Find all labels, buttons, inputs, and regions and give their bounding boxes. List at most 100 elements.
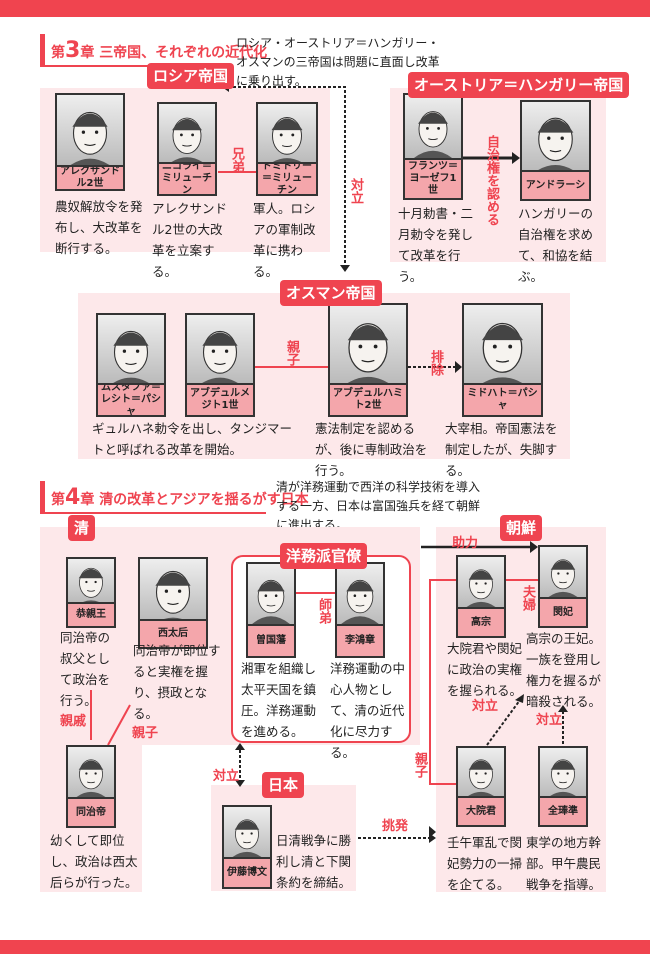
portrait-face-icon bbox=[468, 759, 494, 796]
relation-label: 親子 bbox=[132, 726, 159, 741]
portrait-face-icon bbox=[414, 111, 452, 158]
chapter-prefix: 第 bbox=[51, 492, 65, 508]
chapter3-heading: 第3章 三帝国、それぞれの近代化 bbox=[40, 34, 267, 67]
person-card: ニコライ＝ミリューチン bbox=[157, 102, 217, 196]
portrait-image bbox=[159, 104, 215, 164]
chapter-number: 4 bbox=[65, 485, 81, 510]
person-description: 憲法制定を認めるが、後に専制政治を行う。 bbox=[315, 421, 428, 478]
portrait-image bbox=[140, 559, 206, 621]
relation-label: 対立 bbox=[472, 699, 499, 714]
portrait-image bbox=[337, 564, 383, 626]
portrait-image bbox=[258, 104, 316, 164]
person-card: アブデュルハミト2世 bbox=[328, 303, 408, 417]
person-description: 洋務運動の中心人物として、清の近代化に尽力する。 bbox=[330, 661, 406, 760]
person-card: 伊藤博文 bbox=[222, 805, 272, 889]
person-card: ドミトリー＝ミリューチン bbox=[256, 102, 318, 196]
person-description: ギュルハネ勅令を出し、タンジマートと呼ばれる改革を開始。 bbox=[92, 421, 293, 457]
portrait-image bbox=[522, 102, 589, 172]
group-label-qing: 清 bbox=[68, 515, 96, 541]
portrait-image bbox=[57, 95, 123, 167]
relation-label: 挑発 bbox=[382, 819, 409, 834]
person-name: 曽国藩 bbox=[248, 626, 294, 656]
person-card: 同治帝 bbox=[66, 745, 116, 828]
portrait-face-icon bbox=[537, 117, 574, 170]
relation-label: 助力 bbox=[452, 536, 479, 551]
person-name: 李鴻章 bbox=[337, 626, 383, 656]
relation-label: 親子 bbox=[284, 340, 299, 366]
portrait-face-icon bbox=[550, 759, 576, 796]
person-description: 同治帝の叔父として政治を行う。 bbox=[60, 630, 111, 708]
person-description: 日清戦争に勝利し清と下関条約を締結。 bbox=[276, 833, 352, 890]
portrait-face-icon bbox=[113, 330, 149, 383]
portrait-face-icon bbox=[232, 819, 262, 857]
person-card: 曽国藩 bbox=[246, 562, 296, 658]
person-description: 農奴解放令を発布し、大改革を断行する。 bbox=[55, 199, 143, 256]
portrait-face-icon bbox=[481, 322, 524, 383]
person-card: 全琫準 bbox=[538, 746, 588, 827]
person-description: 湘軍を組織し太平天国を鎮圧。洋務運動を進める。 bbox=[241, 661, 317, 739]
person-name: ドミトリー＝ミリューチン bbox=[258, 161, 316, 196]
person-name: 全琫準 bbox=[540, 798, 586, 825]
chapter3-description: ロシア・オーストリア＝ハンガリー・オスマンの三帝国は問題に直面し改革に乗り出す。 bbox=[236, 36, 440, 88]
person-card: 閔妃 bbox=[538, 545, 588, 628]
group-label-korea: 朝鮮 bbox=[500, 515, 543, 541]
person-card: 大院君 bbox=[456, 746, 506, 827]
portrait-face-icon bbox=[347, 323, 389, 383]
portrait-face-icon bbox=[70, 111, 110, 165]
person-description: 幼くして即位し、政治は西太后らが行った。 bbox=[50, 833, 138, 890]
portrait-face-icon bbox=[271, 117, 303, 162]
person-card: フランツ＝ヨーゼフ1世 bbox=[403, 93, 463, 200]
person-name: アンドラーシ bbox=[522, 172, 589, 199]
portrait-image bbox=[68, 559, 114, 604]
portrait-image bbox=[540, 547, 586, 599]
person-name: 高宗 bbox=[458, 609, 504, 636]
chapter-number: 3 bbox=[65, 38, 81, 63]
person-card: 李鴻章 bbox=[335, 562, 385, 658]
person-card: アブデュルメジト1世 bbox=[185, 313, 255, 417]
person-description: 十月勅書・二月勅令を発して改革を行う。 bbox=[398, 206, 474, 284]
group-label-austria: オーストリア＝ハンガリー帝国 bbox=[408, 72, 630, 98]
portrait-face-icon bbox=[76, 759, 106, 797]
portrait-image bbox=[248, 564, 294, 626]
person-description: 東学の地方幹部。甲午農民戦争を指導。 bbox=[526, 835, 602, 892]
person-description: アレクサンドル2世の大改革を立案する。 bbox=[152, 201, 228, 279]
portrait-face-icon bbox=[171, 117, 203, 162]
person-name: 閔妃 bbox=[540, 599, 586, 626]
group-label-ottoman: オスマン帝国 bbox=[280, 280, 382, 306]
person-card: 恭親王 bbox=[66, 557, 116, 628]
relation-label: 自治権を認める bbox=[484, 135, 499, 226]
chapter-suffix: 章 bbox=[80, 45, 95, 61]
portrait-image bbox=[98, 315, 164, 385]
chapter-prefix: 第 bbox=[51, 45, 65, 61]
person-name: ミドハト＝パシャ bbox=[464, 385, 541, 415]
relation-label: 対立 bbox=[213, 769, 240, 784]
portrait-face-icon bbox=[548, 559, 578, 597]
person-description: 高宗の王妃。一族を登用し権力を握るが暗殺される。 bbox=[526, 631, 602, 709]
relation-label: 対立 bbox=[348, 178, 363, 204]
chapter-title: 三帝国、それぞれの近代化 bbox=[99, 45, 268, 61]
person-description: 軍人。ロシアの軍制改革に携わる。 bbox=[253, 201, 316, 279]
relation-label: 兄弟 bbox=[229, 147, 244, 173]
person-name: 同治帝 bbox=[68, 799, 114, 826]
person-name: 恭親王 bbox=[68, 604, 114, 626]
portrait-image bbox=[458, 748, 504, 798]
portrait-image bbox=[458, 557, 504, 609]
person-name: アブデュルメジト1世 bbox=[187, 385, 253, 415]
person-description: 壬午軍乱で閔妃勢力の一掃を企てる。 bbox=[447, 835, 523, 892]
person-card: ミドハト＝パシャ bbox=[462, 303, 543, 417]
person-card: アンドラーシ bbox=[520, 100, 591, 201]
portrait-face-icon bbox=[341, 579, 379, 624]
chapter4-heading: 第4章 清の改革とアジアを揺るがす日本 bbox=[40, 481, 309, 514]
person-description: 大院君や閔妃に政治の実権を握られる。 bbox=[447, 641, 523, 698]
relation-label: 夫婦 bbox=[520, 585, 535, 611]
portrait-face-icon bbox=[78, 567, 104, 602]
chapter-suffix: 章 bbox=[80, 492, 95, 508]
person-card: ムスタファ＝レシト＝パシャ bbox=[96, 313, 166, 417]
person-description: 同治帝が即位すると実権を握り、摂政となる。 bbox=[133, 643, 221, 721]
person-name: 大院君 bbox=[458, 798, 504, 825]
portrait-image bbox=[540, 748, 586, 798]
person-description: ハンガリーの自治権を求めて、和協を結ぶ。 bbox=[518, 206, 594, 284]
relation-label: 親子 bbox=[412, 752, 427, 778]
person-description: 大宰相。帝国憲法を制定したが、失脚する。 bbox=[445, 421, 558, 478]
